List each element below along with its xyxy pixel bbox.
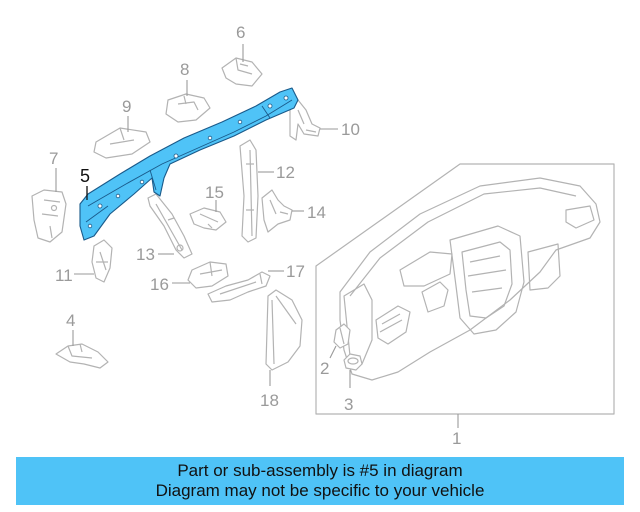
part-12-brace: 12 — [239, 139, 295, 243]
banner-line-2: Diagram may not be specific to your vehi… — [155, 481, 485, 500]
callout-7: 7 — [49, 149, 58, 168]
callout-6: 6 — [236, 23, 245, 42]
banner-line-1: Part or sub-assembly is #5 in diagram — [177, 461, 463, 480]
part-14-bracket: 14 — [261, 189, 326, 233]
callout-14: 14 — [307, 203, 326, 222]
callout-17: 17 — [286, 262, 305, 281]
part-8-bracket: 8 — [165, 60, 211, 123]
part-10-bracket: 10 — [289, 99, 360, 141]
callout-4: 4 — [66, 311, 75, 330]
callout-9: 9 — [122, 97, 131, 116]
callout-16: 16 — [150, 275, 169, 294]
part-6-bracket: 6 — [221, 23, 263, 87]
callout-13: 13 — [136, 245, 155, 264]
callout-18: 18 — [260, 391, 279, 410]
part-16-bracket: 16 — [150, 261, 229, 294]
part-4-bracket: 4 — [55, 311, 109, 369]
callout-1: 1 — [452, 429, 461, 448]
callout-5: 5 — [80, 166, 90, 186]
callout-12: 12 — [276, 163, 295, 182]
part-11-bracket: 11 — [55, 239, 113, 285]
part-9-bracket: 9 — [93, 97, 151, 159]
parts-diagram: 6 8 9 7 10 12 14 — [31, 23, 615, 448]
callout-10: 10 — [341, 120, 360, 139]
info-banner: Part or sub-assembly is #5 in diagram Di… — [16, 457, 624, 505]
part-13-brace: 13 — [136, 193, 193, 264]
callout-15: 15 — [205, 183, 224, 202]
part-3-clip: 3 — [343, 353, 363, 414]
part-2-clip: 2 — [320, 323, 351, 378]
part-7-bracket: 7 — [31, 149, 67, 243]
instrument-panel-assembly: 1 — [315, 163, 615, 448]
callout-2: 2 — [320, 359, 329, 378]
part-18-panel: 18 — [260, 289, 303, 410]
part-15-bracket: 15 — [189, 183, 227, 231]
callout-3: 3 — [344, 395, 353, 414]
callout-11: 11 — [55, 266, 73, 285]
part-17-bracket: 17 — [207, 262, 305, 303]
part-5-crossmember: 5 — [79, 87, 299, 241]
crossmember-beam — [79, 87, 299, 241]
callout-8: 8 — [180, 60, 189, 79]
